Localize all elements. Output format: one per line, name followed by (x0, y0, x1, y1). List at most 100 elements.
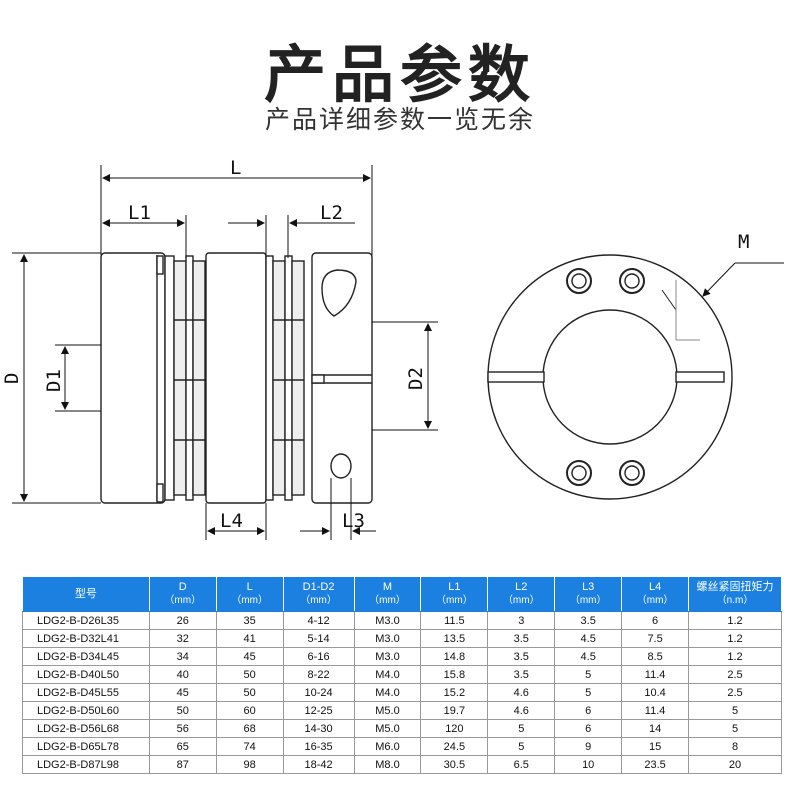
table-cell: 41 (215, 629, 284, 648)
table-cell: M3.0 (353, 629, 422, 648)
dim-label-L4: L4 (220, 510, 243, 532)
table-cell: 30.5 (420, 755, 489, 774)
model-cell: LDG2-B-D65L78 (22, 737, 150, 756)
model-cell: LDG2-B-D34L45 (22, 647, 150, 666)
col-header: 型号 (22, 576, 150, 612)
dim-label-D: D (1, 373, 23, 384)
spec-table: 型号 D（mm） L（mm） D1-D2（mm） M（mm） L1（mm） L2… (22, 576, 782, 774)
table-cell: 5 (688, 719, 782, 738)
col-header: L4（mm） (621, 576, 690, 612)
table-cell: 35 (215, 611, 284, 630)
table-cell: M4.0 (353, 683, 422, 702)
table-cell: 10.4 (621, 683, 690, 702)
table-cell: 2.5 (688, 665, 782, 684)
dim-label-D1: D1 (43, 369, 65, 392)
col-header: L2（mm） (487, 576, 556, 612)
table-cell: 3.5 (487, 665, 556, 684)
dim-label-L3: L3 (342, 510, 365, 532)
table-cell: 34 (148, 647, 217, 666)
model-cell: LDG2-B-D87L98 (22, 755, 150, 774)
screw-hole-icon (566, 460, 592, 486)
table-cell: 8 (688, 737, 782, 756)
col-header: L3（mm） (554, 576, 623, 612)
table-cell: M8.0 (353, 755, 422, 774)
table-cell: 16-35 (282, 737, 355, 756)
table-cell: 15.8 (420, 665, 489, 684)
page-title: 产品参数 (263, 38, 536, 111)
table-cell: 50 (148, 701, 217, 720)
table-cell: 14 (621, 719, 690, 738)
table-cell: 18-42 (282, 755, 355, 774)
technical-drawing: L L1 L2 D D1 D2 L4 L3 M (1, 157, 784, 540)
page-subtitle: 产品详细参数一览无余 (264, 105, 535, 134)
table-cell: 4-12 (282, 611, 355, 630)
table-cell: 5-14 (282, 629, 355, 648)
col-header: M（mm） (353, 576, 422, 612)
table-cell: 15.2 (420, 683, 489, 702)
table-cell: 50 (215, 665, 284, 684)
table-cell: 10 (554, 755, 623, 774)
table-cell: 3.5 (487, 647, 556, 666)
model-cell: LDG2-B-D40L50 (22, 665, 150, 684)
dim-label-D2: D2 (405, 367, 427, 390)
table-cell: 65 (148, 737, 217, 756)
screw-hole-icon (619, 268, 645, 294)
table-cell: 32 (148, 629, 217, 648)
screw-hole-icon (619, 460, 645, 486)
table-cell: 19.7 (420, 701, 489, 720)
table-cell: 10-24 (282, 683, 355, 702)
table-cell: 14-30 (282, 719, 355, 738)
table-cell: 8.5 (621, 647, 690, 666)
table-cell: 9 (554, 737, 623, 756)
table-cell: 4.6 (487, 683, 556, 702)
table-cell: 23.5 (621, 755, 690, 774)
table-cell: 5 (688, 701, 782, 720)
table-cell: 2.5 (688, 683, 782, 702)
table-cell: 3.5 (554, 611, 623, 630)
table-header-row: 型号 D（mm） L（mm） D1-D2（mm） M（mm） L1（mm） L2… (22, 576, 782, 612)
table-cell: M6.0 (353, 737, 422, 756)
table-cell: 3.5 (487, 629, 556, 648)
col-header: L（mm） (215, 576, 284, 612)
table-cell: M5.0 (353, 701, 422, 720)
model-cell: LDG2-B-D50L60 (22, 701, 150, 720)
col-header: L1（mm） (420, 576, 489, 612)
table-cell: 24.5 (420, 737, 489, 756)
table-cell: M3.0 (353, 647, 422, 666)
table-cell: 6 (554, 701, 623, 720)
table-cell: 5 (487, 719, 556, 738)
table-cell: 6 (554, 719, 623, 738)
table-cell: 40 (148, 665, 217, 684)
table-cell: 15 (621, 737, 690, 756)
table-cell: 20 (688, 755, 782, 774)
table-cell: 4.5 (554, 647, 623, 666)
table-cell: 87 (148, 755, 217, 774)
model-cell: LDG2-B-D32L41 (22, 629, 150, 648)
table-cell: 5 (554, 683, 623, 702)
coupling-end-view (487, 254, 733, 500)
table-cell: 14.8 (420, 647, 489, 666)
dim-label-L: L (230, 157, 241, 179)
table-cell: 45 (215, 647, 284, 666)
col-header: 螺丝紧固扭矩力（n.m） (688, 576, 782, 612)
table-cell: 1.2 (688, 647, 782, 666)
table-cell: 6-16 (282, 647, 355, 666)
table-cell: 11.4 (621, 701, 690, 720)
table-cell: 120 (420, 719, 489, 738)
side-dimensions (12, 165, 438, 540)
table-cell: 11.5 (420, 611, 489, 630)
table-cell: 60 (215, 701, 284, 720)
table-cell: M3.0 (353, 611, 422, 630)
dim-label-M: M (738, 231, 749, 253)
model-cell: LDG2-B-D56L68 (22, 719, 150, 738)
model-cell: LDG2-B-D45L55 (22, 683, 150, 702)
table-cell: 7.5 (621, 629, 690, 648)
m-leader (702, 262, 784, 297)
